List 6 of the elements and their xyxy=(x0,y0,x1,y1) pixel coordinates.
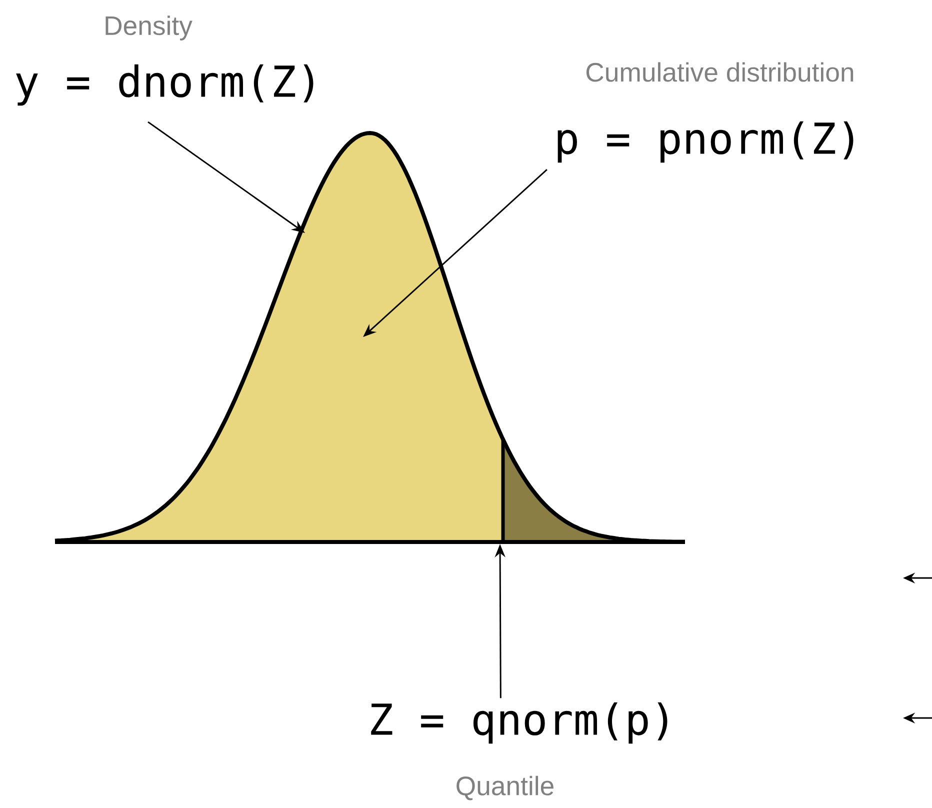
function-label: p = pnorm(Z) xyxy=(558,121,854,163)
caption-label: Quantile xyxy=(456,776,554,800)
function-label: Z = qnorm(p) xyxy=(371,702,668,744)
caption-label: Cumulative distribution xyxy=(586,62,854,82)
function-label: y = dnorm(Z) xyxy=(16,64,314,106)
caption-label: Density xyxy=(106,16,192,40)
